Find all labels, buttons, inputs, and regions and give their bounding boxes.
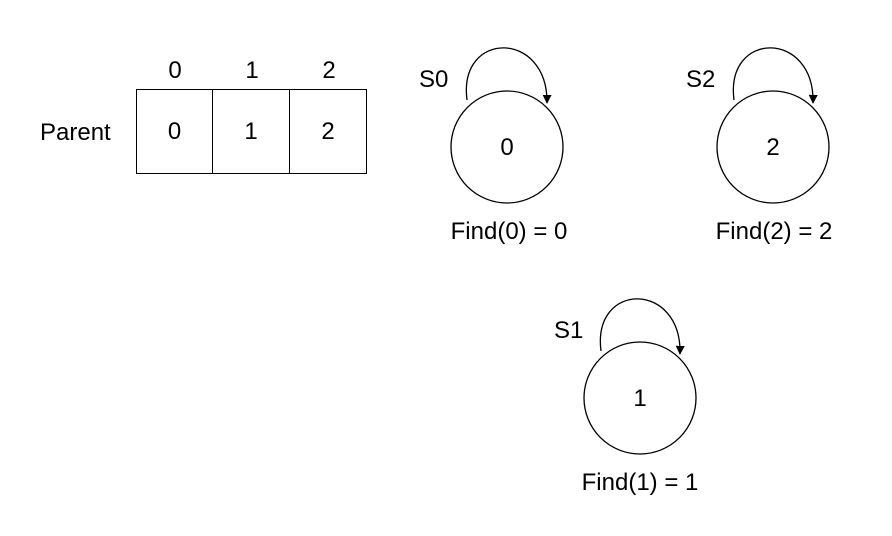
self-loop-arrow-0 bbox=[465, 47, 552, 104]
array-cell-value: 2 bbox=[321, 117, 335, 145]
array-index-2: 2 bbox=[322, 57, 336, 84]
find-label-2: Find(2) = 2 bbox=[715, 218, 833, 245]
set-label-s0: S0 bbox=[419, 66, 449, 93]
self-loop-arrow-1 bbox=[599, 298, 685, 355]
array-index-1: 1 bbox=[245, 57, 259, 84]
array-cell-1: 1 bbox=[213, 89, 290, 174]
set-label-s1: S1 bbox=[554, 317, 584, 344]
array-index-0: 0 bbox=[168, 57, 182, 84]
node-value-1: 1 bbox=[633, 385, 647, 412]
node-value-2: 2 bbox=[766, 134, 780, 161]
find-label-0: Find(0) = 0 bbox=[450, 218, 568, 245]
self-loop-arrow-2 bbox=[732, 47, 818, 104]
array-row-label: Parent bbox=[40, 119, 111, 146]
array-cell-2: 2 bbox=[290, 89, 367, 174]
array-cell-0: 0 bbox=[136, 89, 213, 174]
array-cell-value: 1 bbox=[244, 117, 258, 145]
set-label-s2: S2 bbox=[686, 66, 716, 93]
array-cell-value: 0 bbox=[167, 117, 182, 145]
node-circle-0 bbox=[450, 90, 564, 204]
find-label-1: Find(1) = 1 bbox=[581, 469, 699, 496]
node-circle-1 bbox=[583, 341, 697, 455]
node-circle-2 bbox=[716, 90, 830, 204]
node-value-0: 0 bbox=[500, 134, 514, 161]
